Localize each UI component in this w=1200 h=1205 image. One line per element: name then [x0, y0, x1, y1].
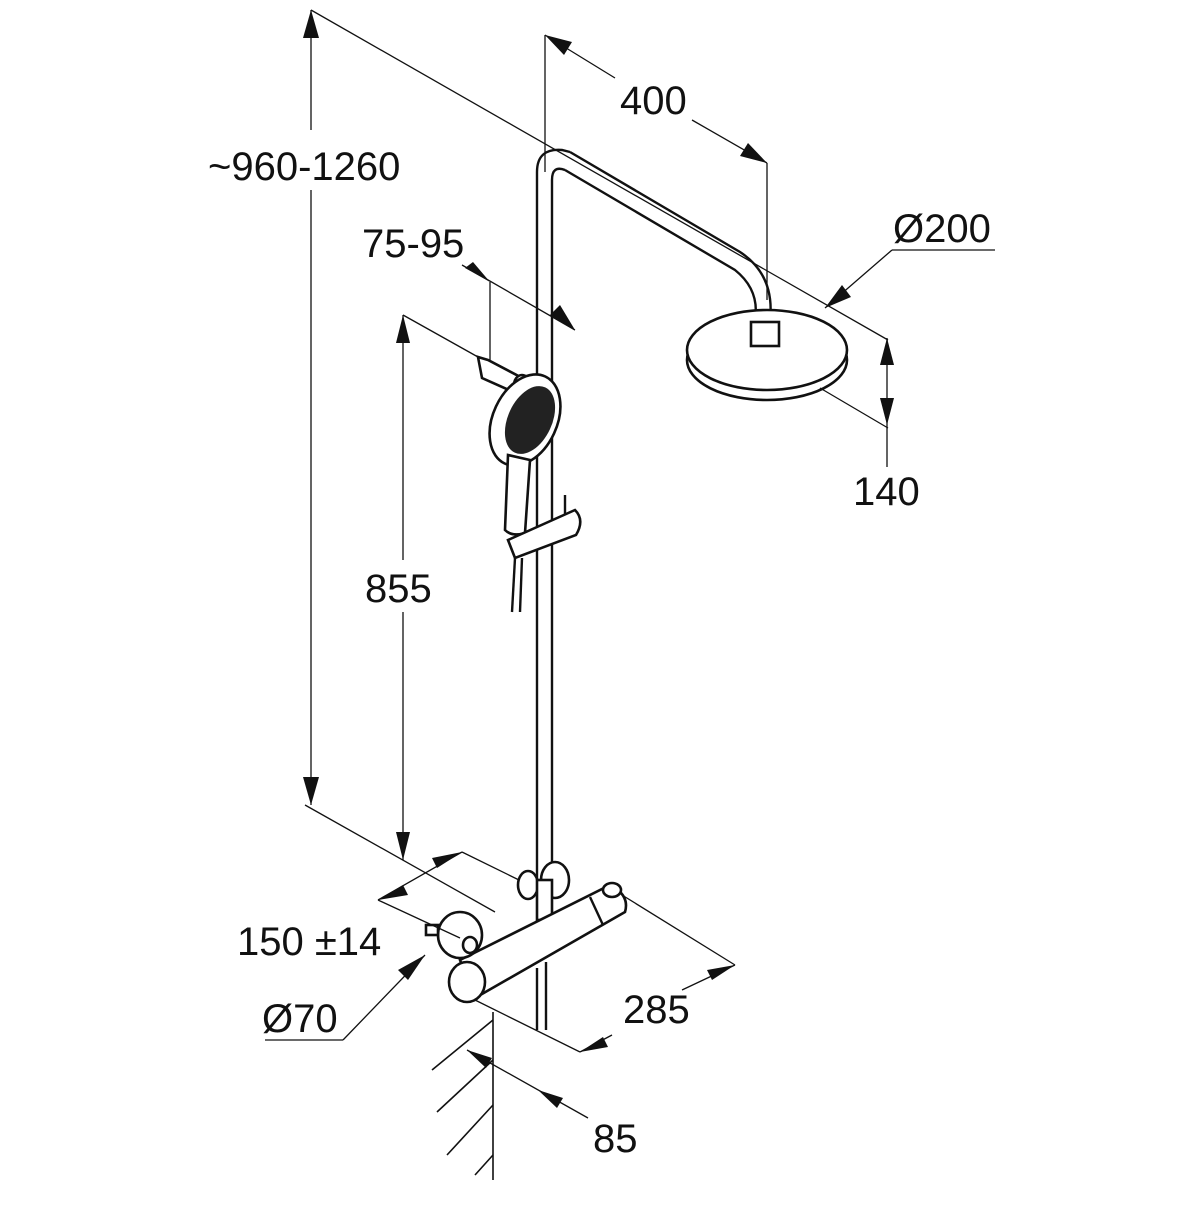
- escutcheon-diameter-dimension: Ø70: [262, 954, 426, 1041]
- wall-projection-label: 85: [593, 1117, 638, 1161]
- arrow-icon: [465, 262, 490, 282]
- head-height-dimension: 140: [819, 338, 920, 514]
- head-height-label: 140: [853, 470, 920, 514]
- hand-shower-height-dimension: 855: [365, 314, 479, 860]
- thermostatic-mixer: [447, 881, 628, 1030]
- arrow-icon: [550, 305, 575, 330]
- arrow-icon: [740, 143, 767, 163]
- wall-escutcheon: [424, 910, 484, 960]
- overall-height-dimension: ~960-1260: [208, 9, 889, 913]
- arrow-up-icon: [303, 10, 319, 38]
- arrow-down-icon: [880, 398, 894, 425]
- arrow-up-icon: [880, 338, 894, 365]
- arrow-down-icon: [303, 777, 319, 805]
- mixer-width-label: 285: [623, 988, 690, 1032]
- wall: [431, 1012, 494, 1180]
- arm-projection-label: 400: [620, 79, 687, 123]
- hand-shower-height-label: 855: [365, 567, 432, 611]
- overhead-shower-head: [685, 308, 849, 402]
- arrow-icon: [432, 852, 462, 868]
- bracket-spacing-label: 75-95: [362, 222, 464, 266]
- inlet-centres-dimension: 150 ±14: [237, 851, 520, 964]
- bracket-spacing-dimension: 75-95: [362, 222, 576, 360]
- arrow-icon: [545, 35, 572, 55]
- overall-height-label: ~960-1260: [208, 145, 400, 189]
- arm-projection-dimension: 400: [544, 34, 768, 300]
- mixer-width-dimension: 285: [474, 894, 736, 1053]
- arrow-icon: [378, 885, 408, 900]
- inlet-centres-label: 150 ±14: [237, 920, 381, 964]
- arrow-icon: [707, 965, 735, 980]
- arrow-icon: [825, 285, 851, 308]
- arrow-icon: [580, 1037, 608, 1052]
- head-diameter-label: Ø200: [893, 207, 991, 251]
- wall-projection-dimension: 85: [466, 1049, 638, 1161]
- arrow-up-icon: [396, 315, 410, 343]
- arrow-icon: [538, 1090, 563, 1108]
- arrow-down-icon: [396, 832, 410, 860]
- escutcheon-diameter-label: Ø70: [262, 997, 338, 1041]
- hand-shower: [476, 355, 582, 613]
- arrow-icon: [467, 1050, 492, 1068]
- arrow-icon: [398, 955, 425, 980]
- head-diameter-dimension: Ø200: [824, 207, 995, 309]
